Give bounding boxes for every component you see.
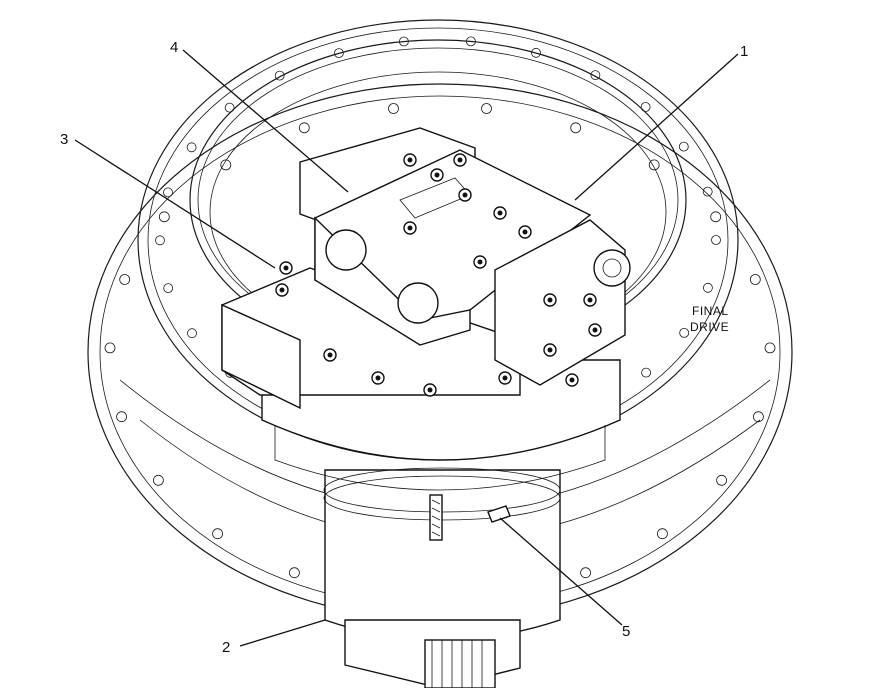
outer-bolt-hole: [104, 342, 116, 354]
upper-bolt-hole: [640, 102, 651, 112]
motor-mid-band: [274, 425, 606, 491]
cap-screw-socket: [407, 225, 413, 231]
outer-bolt-hole: [158, 211, 170, 223]
outer-bolt-hole: [753, 411, 764, 423]
cap-screw-socket: [434, 172, 440, 178]
upper-bolt-hole: [641, 367, 651, 378]
final-drive-label-line-2: DRIVE: [690, 320, 729, 334]
upper-bolt-hole: [224, 102, 235, 113]
outer-bolt-hole: [580, 567, 591, 579]
port-plug: [593, 249, 631, 287]
cap-screw-socket: [375, 375, 381, 381]
callout-5: 5: [622, 623, 630, 640]
stud-thread: [431, 499, 441, 537]
cap-screw-socket: [457, 157, 463, 163]
upper-bolt-hole: [163, 187, 173, 198]
upper-bolt-hole: [398, 36, 409, 47]
clip: [487, 505, 511, 523]
valve-port-right: [397, 282, 439, 324]
outer-bolt-hole: [119, 274, 131, 285]
upper-bolt-hole: [679, 327, 690, 338]
port-plug-center: [602, 258, 622, 278]
final-drive-label-line-1: FINAL: [692, 304, 729, 318]
outer-bolt-hole: [220, 159, 232, 171]
leader-2: [239, 619, 326, 647]
cap-screw-socket: [427, 387, 433, 393]
callout-1: 1: [740, 43, 748, 60]
outer-bolt-hole: [749, 274, 761, 285]
outer-bolt-hole: [570, 122, 582, 134]
leader-1: [574, 53, 739, 201]
stud-bolt: [429, 494, 443, 541]
relief-valve-block: [494, 219, 626, 386]
cap-screw-socket: [497, 210, 503, 216]
upper-bolt-hole: [711, 235, 721, 245]
outer-bolt-hole: [657, 528, 668, 540]
cap-screw-socket: [502, 375, 508, 381]
outer-bolt-hole: [388, 103, 399, 114]
outer-bolt-hole: [716, 474, 727, 486]
outer-bolt-hole: [764, 342, 776, 354]
outer-bolt-hole: [298, 122, 310, 134]
callout-3: 3: [60, 131, 68, 148]
outer-bolt-hole: [648, 159, 660, 171]
valve-bolts: [275, 153, 602, 397]
upper-bolt-hole: [465, 36, 476, 47]
cap-screw-socket: [283, 265, 289, 271]
cap-screw-socket: [462, 192, 468, 198]
cap-screw-socket: [407, 157, 413, 163]
leader-5: [499, 517, 623, 626]
upper-bolt-hole: [590, 70, 601, 80]
bracket-face: [221, 303, 301, 410]
cap-screw-socket: [477, 259, 483, 265]
cap-screw-socket: [569, 377, 575, 383]
upper-bolt-hole: [155, 235, 165, 246]
leader-4: [182, 49, 349, 193]
upper-bolt-hole: [163, 283, 174, 294]
spline-teeth: [431, 640, 483, 688]
valve-port-left: [325, 229, 367, 271]
leader-lines: [74, 49, 739, 647]
valve-assembly: [221, 127, 631, 410]
outer-bolt-hole: [710, 211, 722, 223]
upper-bolt-hole: [333, 48, 344, 58]
upper-bolt-hole: [274, 70, 285, 81]
callout-2: 2: [222, 639, 230, 656]
cap-screw-socket: [547, 297, 553, 303]
outer-bolt-hole: [481, 103, 492, 114]
outer-bolt-hole: [116, 411, 127, 423]
cap-screw-socket: [592, 327, 598, 333]
travel-motor-body: [261, 359, 621, 688]
outer-bolt-hole: [212, 528, 224, 540]
upper-bolt-hole: [703, 282, 713, 293]
cap-screw-socket: [547, 347, 553, 353]
callout-4: 4: [170, 39, 178, 56]
upper-bolt-hole: [531, 47, 541, 58]
cap-screw-socket: [587, 297, 593, 303]
cap-screw-socket: [279, 287, 285, 293]
upper-bolt-hole: [678, 141, 689, 152]
leader-3: [74, 139, 276, 269]
outer-bolt-hole: [288, 567, 300, 579]
upper-bolt-hole: [186, 142, 197, 153]
cap-screw-socket: [522, 229, 528, 235]
upper-bolt-hole: [702, 186, 713, 197]
upper-bolt-hole: [187, 328, 197, 339]
output-spline: [424, 639, 496, 688]
cap-screw-socket: [327, 352, 333, 358]
outer-bolt-hole: [152, 474, 164, 486]
